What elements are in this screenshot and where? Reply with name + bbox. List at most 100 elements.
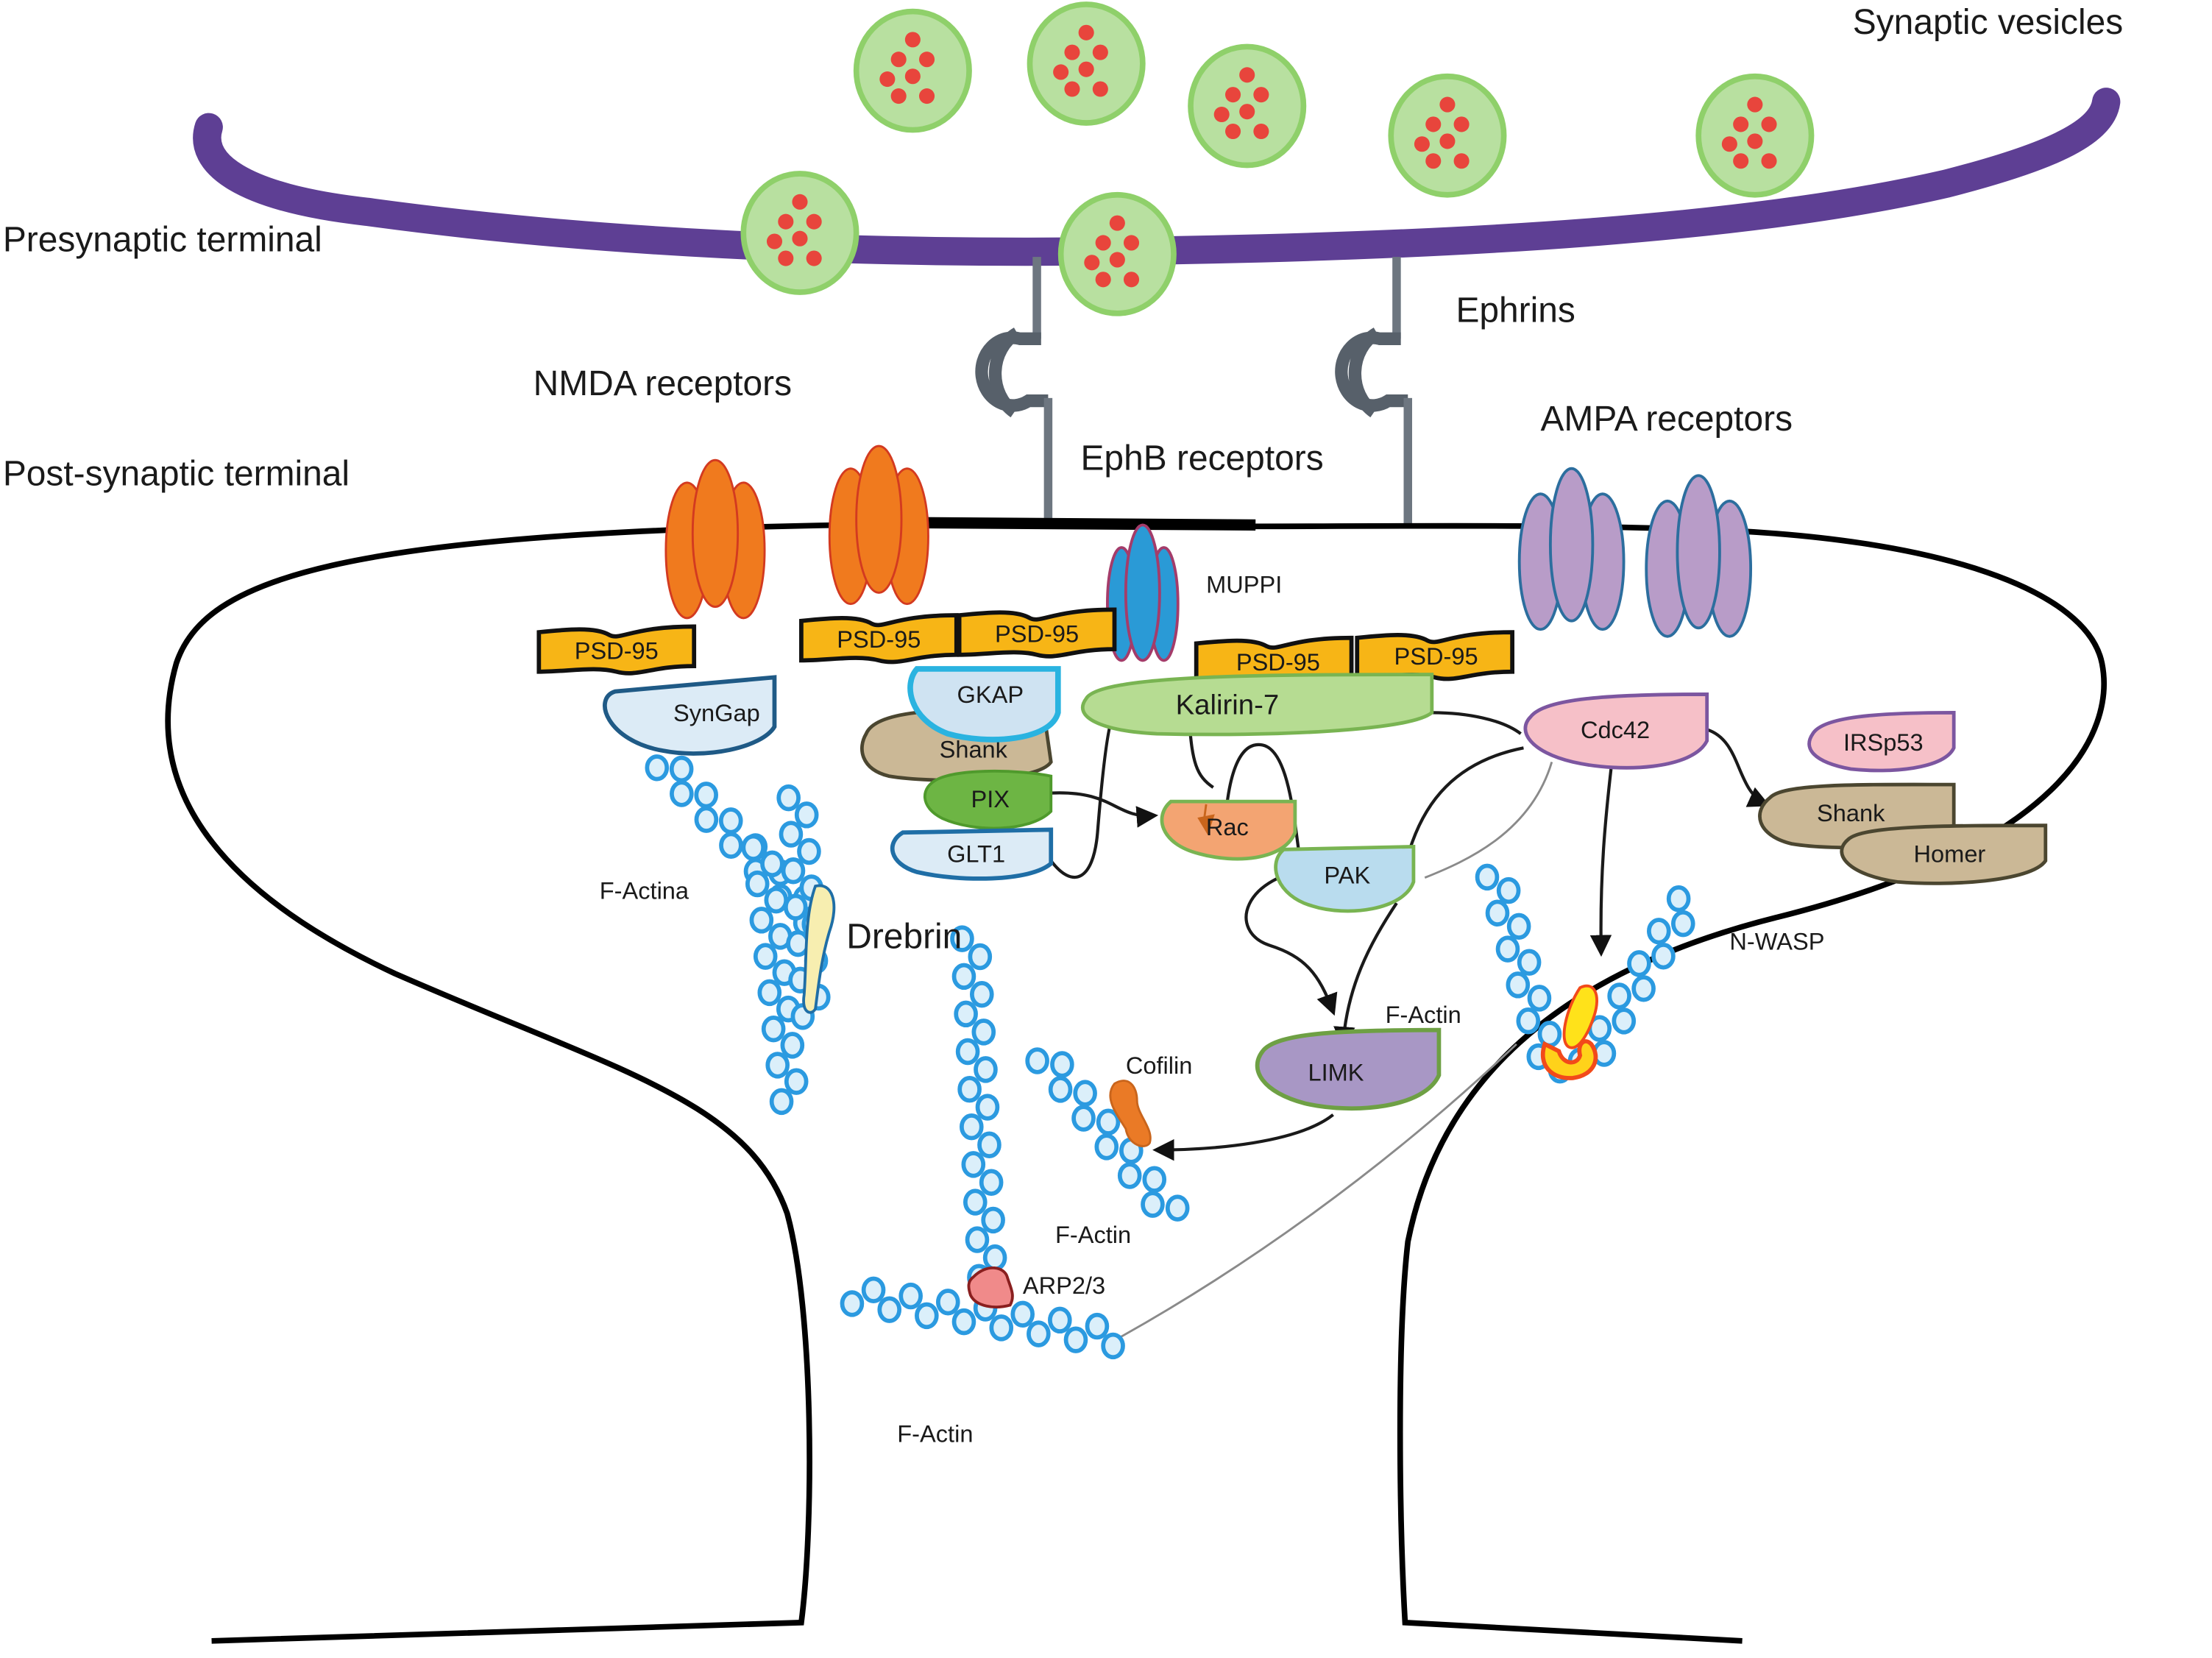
pak-label: PAK xyxy=(1324,861,1370,888)
actin-monomer xyxy=(670,780,694,807)
cofilin-protein xyxy=(1109,1080,1152,1147)
vesicles xyxy=(743,4,1811,313)
actin-monomer xyxy=(783,893,808,921)
muppi-label: MUPPI xyxy=(1206,570,1282,598)
arp23-label: ARP2/3 xyxy=(1023,1272,1105,1299)
psd95-label: PSD-95 xyxy=(837,626,921,653)
syngap-protein: SynGap xyxy=(603,675,777,756)
actin-monomer xyxy=(669,755,694,783)
actin-monomer xyxy=(1048,1306,1072,1334)
psd95-label: PSD-95 xyxy=(995,620,1079,647)
vesicle xyxy=(1698,77,1811,195)
actin-monomer xyxy=(1495,935,1520,963)
actin-monomer xyxy=(794,801,819,829)
arp23-complex xyxy=(967,1266,1014,1308)
actin-monomer xyxy=(761,1015,786,1043)
actin-monomer xyxy=(1666,885,1691,913)
actin-monomer xyxy=(1517,949,1542,976)
psd95-protein: PSD-95 xyxy=(960,609,1115,656)
cdc42-protein: Cdc42 xyxy=(1523,692,1709,770)
gkap-protein: GKAP xyxy=(907,666,1061,743)
actin-monomer xyxy=(1025,1047,1049,1074)
actin-monomer xyxy=(797,837,821,865)
vesicle xyxy=(857,12,969,130)
actin-monomer xyxy=(764,886,789,914)
actin-monomer xyxy=(1048,1076,1073,1103)
actin-monomer xyxy=(1475,863,1500,891)
actin-monomer xyxy=(1073,1080,1097,1107)
limk-protein: LIMK xyxy=(1255,1027,1442,1111)
muppi-protein xyxy=(1106,523,1180,662)
actin-monomer xyxy=(757,979,782,1007)
actin-monomer xyxy=(776,784,801,812)
presynaptic-terminal-label: Presynaptic terminal xyxy=(3,220,322,259)
actin-monomer xyxy=(898,1282,923,1310)
actin-monomer xyxy=(1647,918,1671,945)
pix-protein: PIX xyxy=(923,769,1053,830)
ephrin-ephb-complex-right xyxy=(1341,257,1412,528)
ampa-receptor xyxy=(1645,474,1753,638)
actin-monomer xyxy=(840,1290,865,1317)
actin-monomer xyxy=(1651,943,1676,970)
shank-label: Shank xyxy=(1817,799,1885,826)
postsynaptic-membrane xyxy=(165,522,2107,1644)
postsynaptic-terminal-label: Post-synaptic terminal xyxy=(3,455,350,494)
actin-monomer xyxy=(975,1094,1000,1121)
actin-monomer xyxy=(861,1276,886,1304)
psd95-protein: PSD-95 xyxy=(1197,638,1352,684)
actin-monomer xyxy=(977,1131,1002,1158)
actin-monomer xyxy=(950,925,974,952)
actin-monomer xyxy=(1142,1166,1167,1193)
actin-monomer xyxy=(765,1052,790,1079)
actin-monomer xyxy=(955,1038,980,1066)
actin-monomer xyxy=(1094,1133,1119,1161)
homer-protein: Homer xyxy=(1840,823,2048,885)
nmda-receptors-label: NMDA receptors xyxy=(533,364,792,403)
ephrins-label: Ephrins xyxy=(1456,291,1575,330)
actin-monomer xyxy=(760,850,784,878)
psd95-protein: PSD-95 xyxy=(801,615,957,662)
syngap-label: SynGap xyxy=(673,699,760,726)
psd95-protein: PSD-95 xyxy=(539,626,694,673)
actin-monomer xyxy=(970,980,994,1008)
actin-monomer xyxy=(1506,971,1531,999)
actin-monomer xyxy=(954,1000,978,1028)
f-actin-filament-neck xyxy=(840,1276,1125,1360)
actin-monomer xyxy=(974,1056,998,1083)
actin-monomer xyxy=(1096,1108,1121,1136)
actin-monomer xyxy=(965,1226,990,1253)
actin-monomer xyxy=(1670,910,1695,938)
actin-monomer xyxy=(979,1169,1004,1196)
actin-monomer xyxy=(951,963,976,991)
actin-monomer xyxy=(1063,1326,1088,1353)
actin-monomer xyxy=(1050,1051,1074,1078)
actin-monomer xyxy=(753,943,778,970)
actin-monomer xyxy=(741,834,766,862)
actin-monomer xyxy=(957,1075,982,1103)
actin-monomer xyxy=(784,1068,809,1095)
rac-label: Rac xyxy=(1206,813,1249,840)
actin-monomer xyxy=(1631,975,1656,1002)
pak-limk-arrow xyxy=(1333,901,1398,1049)
vesicle xyxy=(1191,46,1303,165)
vesicle xyxy=(1391,77,1503,195)
glt1-protein: GLT1 xyxy=(890,827,1054,881)
actin-monomer xyxy=(1165,1194,1190,1222)
actin-monomer xyxy=(779,821,804,848)
nmda-receptor xyxy=(664,458,766,620)
gkap-label: GKAP xyxy=(957,681,1024,708)
actin-monomer xyxy=(769,1088,794,1116)
drebrin-protein xyxy=(802,884,836,1014)
actin-monomer xyxy=(981,1206,1005,1234)
f-actin-filament-cofilin xyxy=(1025,1047,1190,1222)
actin-monomer xyxy=(971,1018,996,1046)
actin-monomer xyxy=(961,1151,986,1178)
actin-monomer xyxy=(1010,1300,1035,1328)
actin-monomer xyxy=(963,1188,988,1216)
actin-monomer xyxy=(1485,899,1510,927)
cdc42-to-shank-arrow xyxy=(1706,728,1770,807)
actin-monomer xyxy=(951,1308,976,1336)
kalirin7-label: Kalirin-7 xyxy=(1176,689,1280,720)
glt1-label: GLT1 xyxy=(947,840,1005,868)
